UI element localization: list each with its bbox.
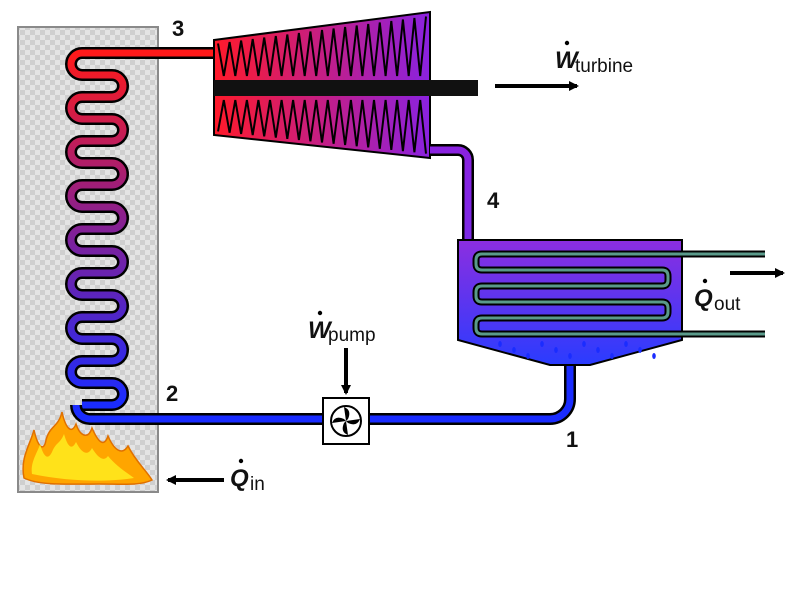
- condensate-drop: [568, 353, 572, 359]
- svg-text:W: W: [308, 317, 333, 344]
- svg-text:pump: pump: [328, 325, 376, 346]
- svg-text:turbine: turbine: [575, 56, 633, 77]
- condensate-drop: [638, 347, 642, 353]
- condenser: [457, 239, 765, 366]
- turbine-work-label: W turbine: [555, 40, 633, 77]
- svg-text:Q: Q: [694, 285, 713, 312]
- pump-impeller-icon: [332, 407, 360, 435]
- svg-text:Q: Q: [230, 465, 249, 492]
- heat-out-label: Q out: [694, 278, 741, 315]
- condensate-drops: [498, 341, 656, 359]
- condensate-drop: [652, 353, 656, 359]
- condensate-drop: [610, 353, 614, 359]
- pipe-pump-loop: [70, 365, 576, 425]
- turbine: [213, 10, 478, 160]
- boiler-coil: [65, 47, 158, 411]
- pump-work-label: W pump: [308, 310, 376, 346]
- svg-text:in: in: [250, 474, 265, 495]
- condensate-drop: [596, 347, 600, 353]
- condensate-drop: [526, 353, 530, 359]
- condensate-drop: [498, 341, 502, 347]
- pump: [322, 397, 370, 445]
- turbine-blades-bottom: [217, 99, 427, 154]
- point-2-label: 2: [166, 381, 178, 406]
- turbine-shaft: [214, 80, 478, 96]
- condensate-drop: [512, 347, 516, 353]
- condensate-drop: [582, 341, 586, 347]
- point-1-label: 1: [566, 427, 578, 452]
- condensate-drop: [554, 347, 558, 353]
- svg-text:out: out: [714, 294, 741, 315]
- turbine-blades-top: [217, 16, 427, 77]
- condensate-drop: [624, 341, 628, 347]
- point-3-label: 3: [172, 16, 184, 41]
- svg-text:W: W: [555, 47, 580, 74]
- heat-in-label: Q in: [230, 458, 265, 495]
- condensate-drop: [540, 341, 544, 347]
- pipe-turbine-to-condenser: [430, 144, 474, 243]
- point-4-label: 4: [487, 188, 500, 213]
- flame-icon: [22, 411, 154, 486]
